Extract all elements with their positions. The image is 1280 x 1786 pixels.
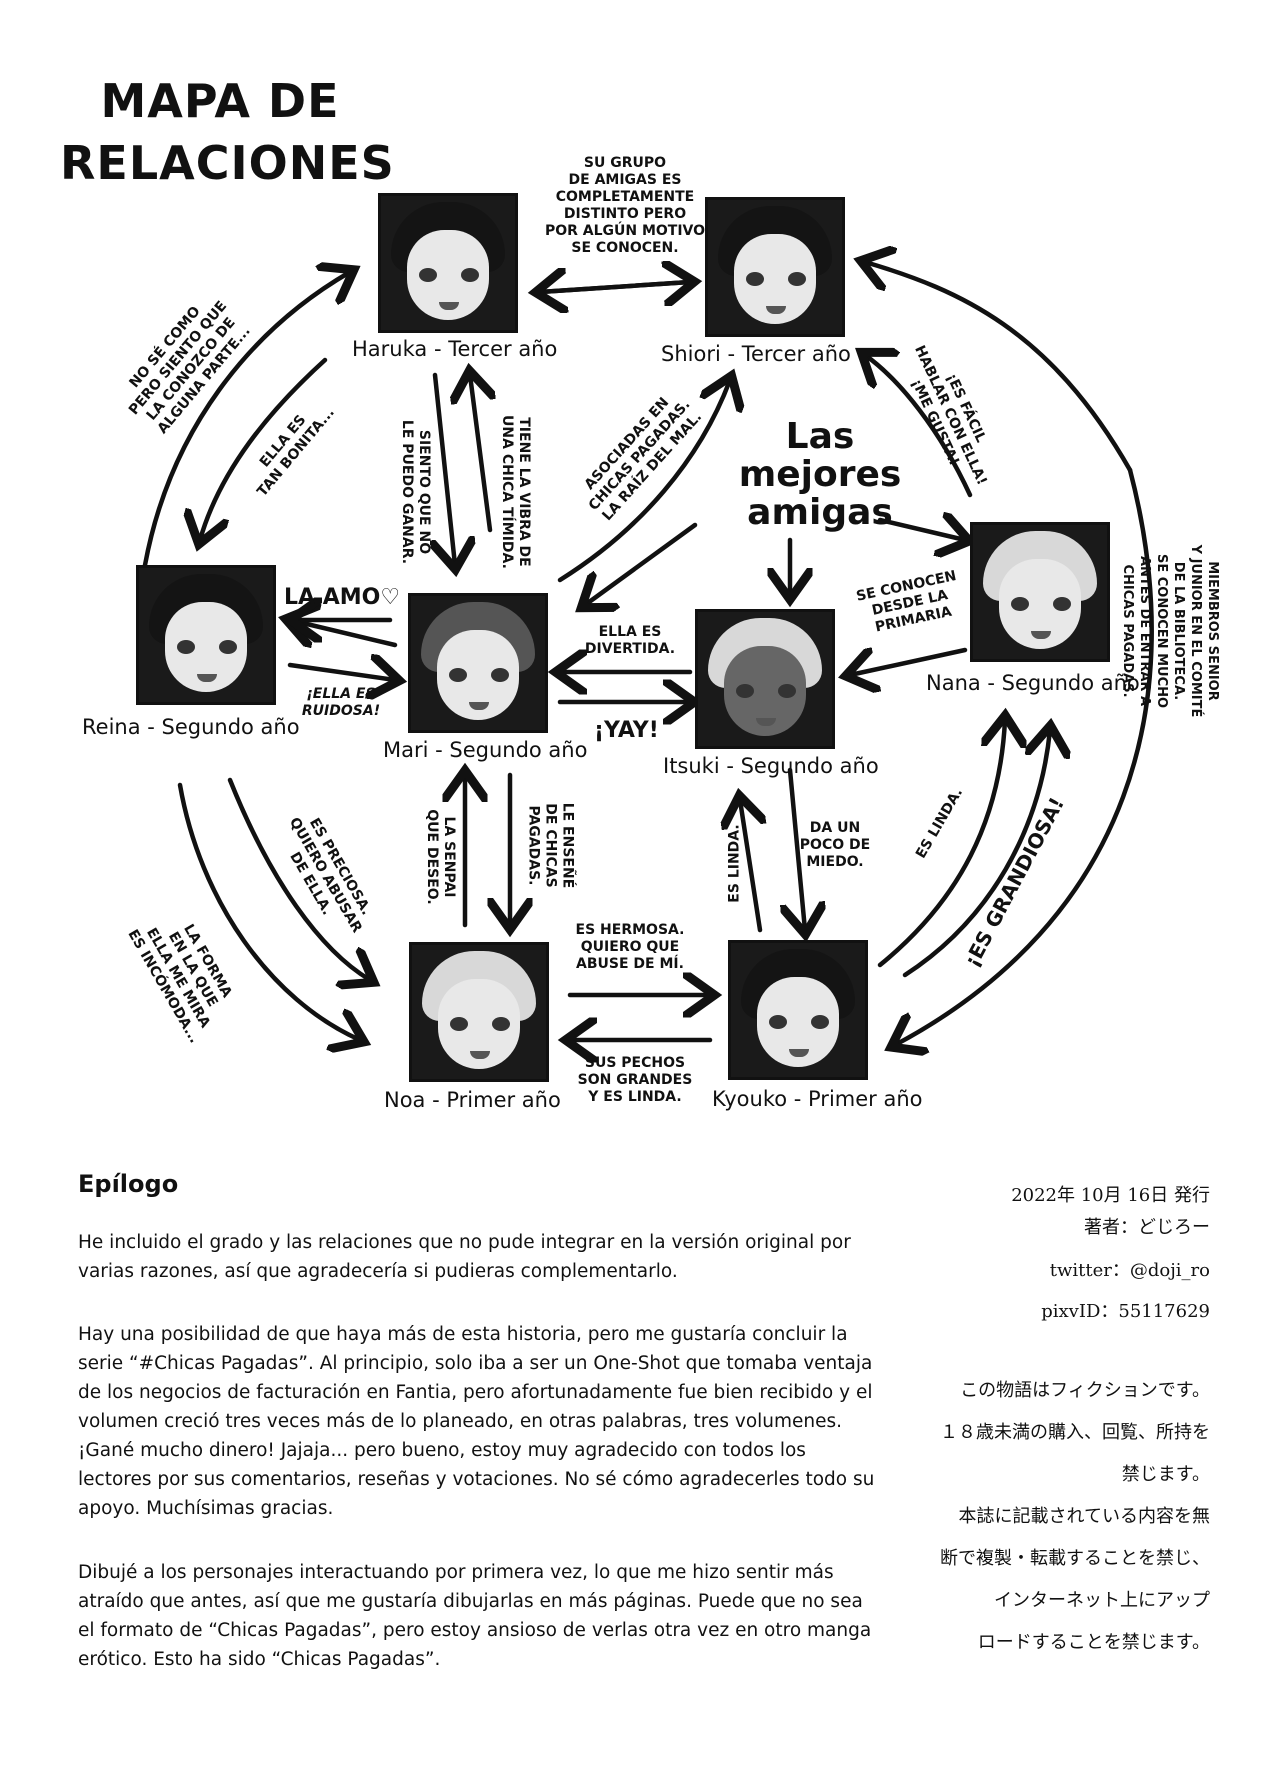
- epilogue-paragraph-1: He incluido el grado y las relaciones qu…: [78, 1232, 851, 1282]
- arrow-itsuki-kyouko: [790, 767, 805, 930]
- arrow-nana-shiori: [865, 355, 973, 498]
- note-mari-noa: LE ENSEÑÉ DE CHICAS PAGADAS.: [525, 802, 576, 889]
- name-nana: Nana - Segundo año: [926, 671, 1140, 695]
- epilogue-heading: Epílogo: [78, 1170, 179, 1198]
- relationship-arrows: [142, 0, 1154, 1150]
- arrow-kyouko-itsuki: [740, 800, 760, 933]
- arrow-nana-kyouko: [902, 730, 1050, 978]
- arrow-kyouko-nana: [877, 720, 1005, 968]
- name-shiori: Shiori - Tercer año: [661, 342, 851, 366]
- portrait-reina: [136, 565, 276, 705]
- shout-la-amo: LA AMO♡: [284, 585, 401, 610]
- portrait-haruka: [378, 193, 518, 333]
- note-noa-kyouko: ES HERMOSA. QUIERO QUE ABUSE DE MÍ.: [575, 922, 685, 972]
- arrow-noa-reina: [177, 782, 360, 1040]
- arrow-shiori-haruka: [540, 282, 693, 292]
- arrow-center-nana: [877, 520, 965, 540]
- portrait-shiori: [705, 197, 845, 337]
- name-reina: Reina - Segundo año: [82, 715, 300, 739]
- name-kyouko: Kyouko - Primer año: [712, 1087, 923, 1111]
- note-itsuki-kyouko: DA UN POCO DE MIEDO.: [799, 820, 871, 870]
- title-line-1: MAPA DE: [100, 74, 340, 128]
- arrow-reina-noa: [227, 777, 370, 980]
- note-noa-mari: LA SENPAI QUE DESEO.: [424, 809, 457, 905]
- portrait-mari: [408, 593, 548, 733]
- note-haruka-mari: TIENE LA VIBRA DE UNA CHICA TÍMIDA.: [499, 415, 532, 569]
- portrait-kyouko: [728, 940, 868, 1080]
- arrow-mari-shiori: [557, 380, 730, 583]
- shout-yay: ¡YAY!: [594, 718, 659, 743]
- note-kyouko-noa: SUS PECHOS SON GRANDES Y ES LINDA.: [577, 1055, 693, 1105]
- arrow-reina-haruka: [142, 272, 350, 568]
- epilogue-paragraph-3: Dibujé a los personajes interactuando po…: [78, 1562, 872, 1670]
- epilogue-paragraph-2: Hay una posibilidad de que haya más de e…: [78, 1324, 875, 1519]
- name-noa: Noa - Primer año: [384, 1088, 561, 1112]
- name-itsuki: Itsuki - Segundo año: [663, 754, 879, 778]
- arrow-outer-kyouko: [895, 467, 1154, 1045]
- page-title: MAPA DE RELACIONES: [60, 70, 395, 194]
- arrow-outer-shiori: [865, 262, 1133, 473]
- note-kyouko-itsuki: ES LINDA.: [726, 824, 743, 903]
- colophon-author: 著者：どじろー: [1084, 1217, 1210, 1238]
- arrow-mari-haruka: [470, 375, 490, 533]
- note-shiori-kyouko: MIEMBROS SENIOR Y JUNIOR EN EL COMITÉ DE…: [1120, 544, 1220, 718]
- arrow-reina-mari: [287, 665, 395, 680]
- colophon-disclaimer: この物語はフィクションです。 １８歳未満の購入、回覧、所持を 禁じます。 本誌に…: [940, 1380, 1210, 1653]
- note-haruka-shiori: SU GRUPO DE AMIGAS ES COMPLETAMENTE DIST…: [544, 155, 706, 256]
- arrow-nana-itsuki: [850, 650, 968, 675]
- colophon-pixiv: pixvID：55117629: [1041, 1301, 1210, 1322]
- colophon-twitter: twitter：@doji_ro: [1049, 1260, 1210, 1281]
- note-reina-mari: ¡ELLA ES RUIDOSA!: [301, 686, 381, 719]
- arrow-haruka-reina: [200, 357, 328, 540]
- arrow-haruka-mari: [435, 372, 455, 565]
- arrow-center-mari: [585, 522, 698, 605]
- arrow-mari-reina: [290, 620, 398, 645]
- note-itsuki-mari: ELLA ES DIVERTIDA.: [584, 624, 676, 657]
- name-mari: Mari - Segundo año: [383, 738, 588, 762]
- colophon-date: 2022年 10月 16日 発行: [1011, 1185, 1210, 1206]
- name-haruka: Haruka - Tercer año: [352, 337, 558, 361]
- portrait-itsuki: [695, 609, 835, 749]
- note-mari-haruka: SIENTO QUE NO LE PUEDO GANAR.: [399, 419, 432, 565]
- portrait-noa: [409, 942, 549, 1082]
- center-label: Las mejores amigas: [738, 416, 902, 533]
- portrait-nana: [970, 522, 1110, 662]
- title-line-2: RELACIONES: [60, 136, 395, 190]
